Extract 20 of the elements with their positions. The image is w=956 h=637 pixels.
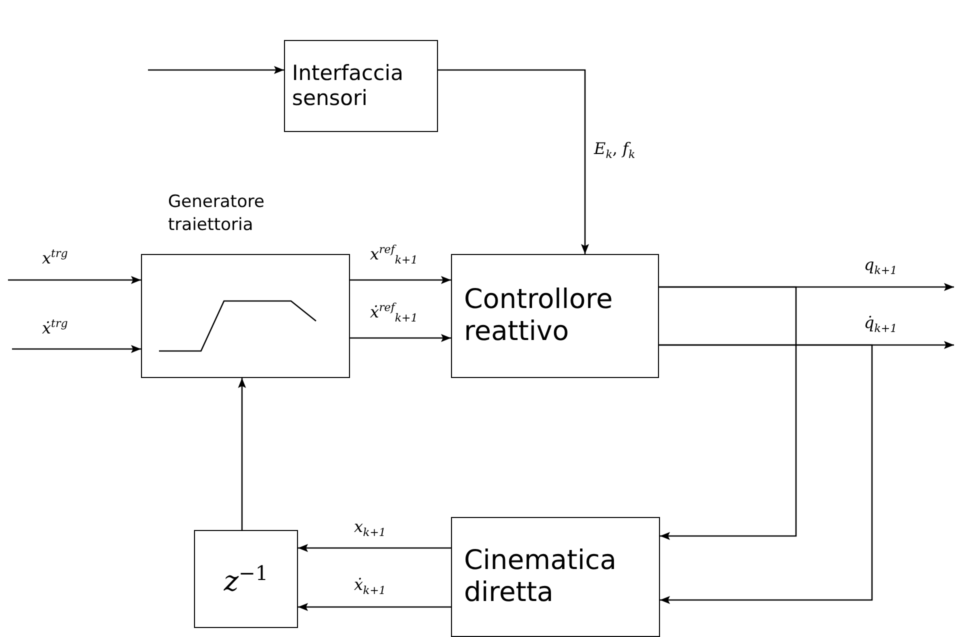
process-box — [451, 517, 660, 637]
process-box — [284, 40, 438, 132]
delay-box — [194, 530, 298, 628]
arrow — [350, 276, 451, 284]
arrow — [148, 66, 284, 74]
arrow — [659, 286, 797, 540]
arrow — [298, 544, 451, 552]
arrow — [350, 334, 451, 342]
block-label: Cinematica diretta — [464, 544, 618, 610]
arrow — [12, 345, 141, 353]
arrow — [438, 69, 589, 254]
arrow — [298, 603, 451, 611]
process-box — [451, 254, 659, 378]
block-label: Controllore reattivo — [464, 284, 614, 348]
arrow — [238, 378, 246, 530]
block-label: Interfaccia sensori — [292, 60, 404, 112]
arrow — [8, 276, 141, 284]
transfer-function: z$^{−1}$ — [224, 560, 268, 598]
arrow — [659, 344, 873, 604]
block-heading: Generatore traiettoria — [168, 191, 266, 237]
